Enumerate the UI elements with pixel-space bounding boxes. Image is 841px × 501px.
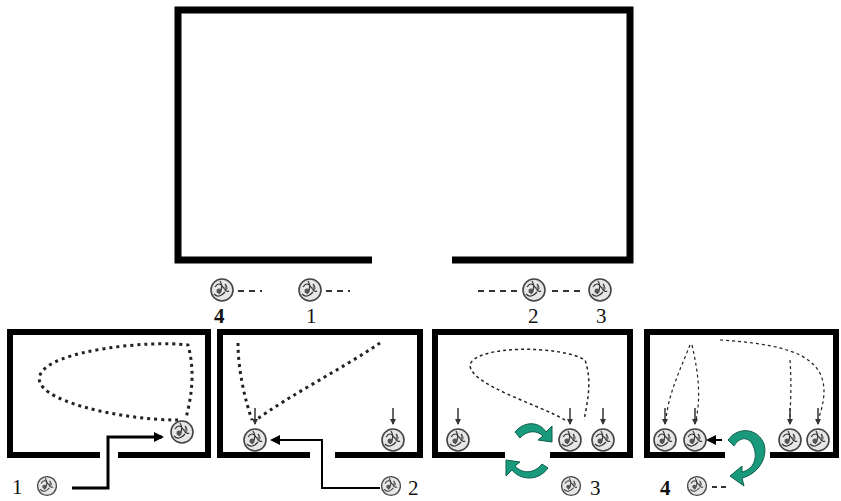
callout-number: 2 [408,478,419,499]
drop-arrow [254,408,256,424]
creature [211,279,233,301]
callout-number: 2 [528,306,539,327]
trail [712,486,726,488]
drop-arrow [789,408,791,424]
trail [326,290,350,292]
entry-arrow [272,440,380,488]
creature [592,429,614,451]
callout-number: 4 [214,306,225,327]
panel-wall [220,332,420,455]
panel-1 [10,332,208,495]
dotted-path [666,340,824,420]
entry-arrow [708,439,722,441]
callout-number: 3 [590,478,601,499]
creature [779,429,801,451]
creature [589,279,611,301]
drop-arrow [817,408,819,424]
creature-group-top [211,279,611,301]
creature [382,477,401,496]
dotted-path [238,343,380,420]
arena-wall [178,10,630,260]
creature [562,477,581,496]
dotted-path [39,344,192,420]
panel-wall [435,332,630,455]
drop-arrow [569,408,571,424]
creature [171,421,193,443]
creature [523,279,545,301]
drop-arrow [664,408,666,424]
creature [688,477,707,496]
trail [478,290,518,292]
callout-number: 1 [12,477,23,498]
creature [559,429,581,451]
creature [38,477,57,496]
creature [244,429,266,451]
drop-arrow [457,408,459,424]
callout-number: 4 [660,478,671,499]
entry-arrow [72,437,162,488]
trail [552,290,584,292]
callout-number: 1 [306,306,317,327]
trail [238,290,262,292]
creature [447,429,469,451]
swap-arrow [515,424,552,442]
panel-2 [220,332,420,495]
panel-4 [647,332,836,495]
creature [299,279,321,301]
panel-3 [435,332,630,495]
creature [807,429,829,451]
creature [684,429,706,451]
drop-arrow [602,408,604,424]
callout-number: 3 [596,306,607,327]
dotted-path [470,349,589,420]
creature [654,429,676,451]
swap-arrow [728,431,765,486]
drop-arrow [694,408,696,424]
swap-arrow [506,460,548,478]
drop-arrow [392,408,394,424]
creature [382,429,404,451]
